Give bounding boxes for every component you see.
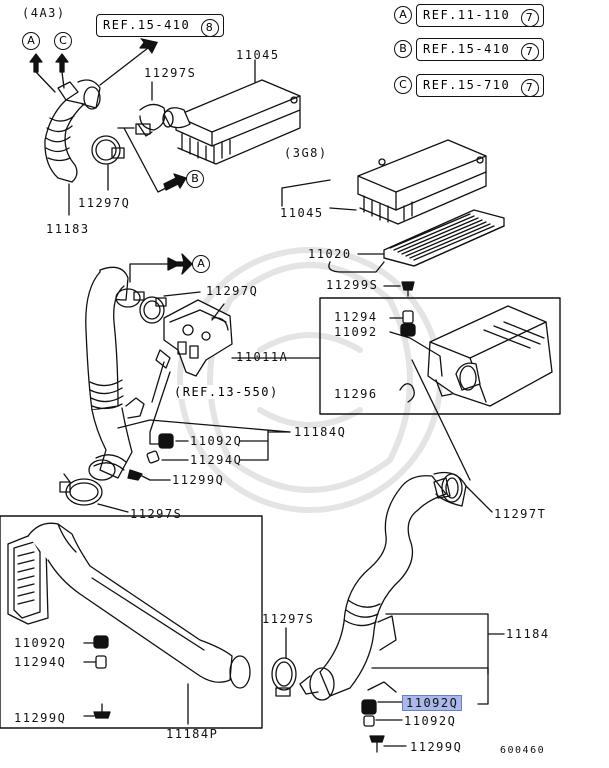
clamp-11297t (433, 477, 451, 499)
part-11183[interactable]: 11183 (46, 222, 90, 236)
legend-b-ref-text: REF.15-410 (423, 42, 511, 56)
part-11092q-low[interactable]: 11092Q (404, 714, 457, 728)
hose-11184-end (299, 667, 335, 701)
legend-a-ref-button[interactable]: REF.11-110 7 (416, 4, 544, 27)
clamp-11297s-top (135, 103, 166, 137)
ref-mid-text: (REF.13-550) (174, 385, 279, 399)
aircleaner-11045-top (162, 79, 301, 165)
grommet-11294q-low (363, 715, 375, 727)
variant-3g8-label: (3G8) (284, 146, 328, 160)
part-11297q-top[interactable]: 11297Q (78, 196, 131, 210)
part-11184p[interactable]: 11184P (166, 727, 219, 741)
part-11184q[interactable]: 11184Q (294, 425, 347, 439)
clamp-11297s-mid (59, 473, 103, 506)
part-11299q-low[interactable]: 11299Q (410, 740, 463, 754)
hose-11184q (85, 266, 145, 481)
legend-b-ref-button[interactable]: REF.15-410 7 (416, 38, 544, 61)
grommet-11092q-left (93, 635, 109, 649)
arrow-a-top (29, 53, 43, 73)
legend-c-ref-text: REF.15-710 (423, 78, 511, 92)
part-11045-mid[interactable]: 11045 (280, 206, 324, 220)
airbox-detail-frame (319, 297, 561, 415)
grommet-11092q-low (361, 699, 377, 715)
part-11299q-mid[interactable]: 11299Q (172, 473, 225, 487)
intake-11184p-frame (0, 515, 263, 729)
legend-c-ref-button[interactable]: REF.15-710 7 (416, 74, 544, 97)
part-11020[interactable]: 11020 (308, 247, 352, 261)
legend-c-marker[interactable]: C (394, 76, 412, 94)
variant-4a3-label: (4A3) (22, 6, 66, 20)
ref-top-text: REF.15-410 (103, 18, 191, 32)
grommet-11092q-mid (158, 433, 174, 449)
ref-top-button[interactable]: REF.15-410 8 (96, 14, 224, 37)
part-11297s-low[interactable]: 11297S (262, 612, 315, 626)
intake-duct-11184p (7, 522, 251, 689)
part-11011a[interactable]: 11011A (236, 350, 289, 364)
legend-a-ref-text: REF.11-110 (423, 8, 511, 22)
part-11294q-left[interactable]: 11294Q (14, 655, 67, 669)
legend-b-ref-number: 7 (520, 43, 539, 61)
legend-b-marker[interactable]: B (394, 40, 412, 58)
part-11294[interactable]: 11294 (334, 310, 378, 324)
bolt-11299s (401, 281, 415, 297)
part-11092q-mid[interactable]: 11092Q (190, 434, 243, 448)
grommet-11294q-left (95, 655, 107, 669)
hose-11184 (319, 471, 467, 697)
ref-top-number: 8 (200, 19, 219, 37)
clamp-11297s-low (271, 657, 297, 697)
arrow-c-top (55, 53, 69, 73)
part-11297s-top[interactable]: 11297S (144, 66, 197, 80)
part-11297q-mid[interactable]: 11297Q (206, 284, 259, 298)
aircleaner-11045-mid (357, 139, 487, 225)
filter-11020 (383, 209, 505, 267)
marker-c-top[interactable]: C (54, 32, 72, 50)
clip-11296 (399, 383, 415, 403)
marker-b-top[interactable]: B (186, 170, 204, 188)
marker-a-top[interactable]: A (22, 32, 40, 50)
part-11184[interactable]: 11184 (506, 627, 550, 641)
marker-a-mid[interactable]: A (192, 255, 210, 273)
grommet-11092-box (400, 323, 416, 337)
legend-a-marker[interactable]: A (394, 6, 412, 24)
part-11299s[interactable]: 11299S (326, 278, 379, 292)
part-11092q-highlighted[interactable]: 11092Q (402, 695, 463, 711)
part-11296[interactable]: 11296 (334, 387, 378, 401)
hose-11183 (44, 79, 101, 216)
bolt-11299q-left (93, 703, 111, 719)
ref-mid-button[interactable]: (REF.13-550) (174, 385, 279, 399)
bolt-11299q-mid (127, 469, 151, 481)
part-11092q-left[interactable]: 11092Q (14, 636, 67, 650)
part-11297s-mid[interactable]: 11297S (130, 507, 183, 521)
airbox-lower (427, 305, 553, 407)
grommet-11294q-mid (146, 450, 160, 464)
legend-c-ref-number: 7 (520, 79, 539, 97)
part-11294q-mid[interactable]: 11294Q (190, 453, 243, 467)
part-11299q-left[interactable]: 11299Q (14, 711, 67, 725)
diagram-id: 600460 (500, 745, 546, 756)
part-11092[interactable]: 11092 (334, 325, 378, 339)
legend-a-ref-number: 7 (520, 9, 539, 27)
clamp-11297q-top (91, 135, 125, 165)
clamp-11297q-mid (115, 288, 145, 308)
clamp-11297q-mid2 (139, 296, 167, 324)
part-11297t[interactable]: 11297T (494, 507, 547, 521)
bolt-11299q-low (369, 735, 385, 753)
part-11045-top[interactable]: 11045 (236, 48, 280, 62)
resonator-11011a (155, 299, 233, 377)
grommet-11294-box (402, 310, 414, 324)
